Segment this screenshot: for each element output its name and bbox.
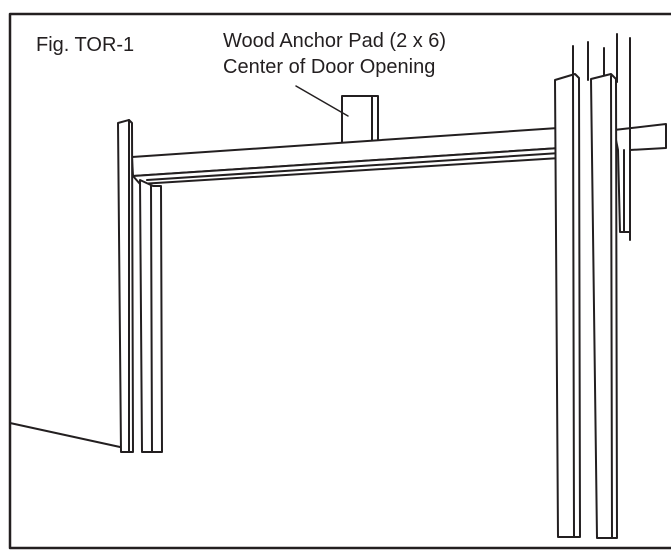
figure-label: Fig. TOR-1 bbox=[36, 34, 135, 56]
left-jamb bbox=[117, 119, 163, 453]
left-wall-edge bbox=[9, 422, 121, 448]
right-jamb bbox=[554, 73, 618, 539]
anchor-pad-callout: Wood Anchor Pad (2 x 6) Center of Door O… bbox=[223, 28, 446, 80]
wood-anchor-pad bbox=[341, 95, 379, 146]
callout-leader-line bbox=[295, 85, 349, 117]
wall-studs bbox=[572, 33, 631, 241]
figure-border bbox=[8, 12, 671, 550]
callout-line-2: Center of Door Opening bbox=[223, 56, 436, 78]
right-stub-board bbox=[613, 123, 667, 233]
callout-line-1: Wood Anchor Pad (2 x 6) bbox=[223, 30, 447, 52]
